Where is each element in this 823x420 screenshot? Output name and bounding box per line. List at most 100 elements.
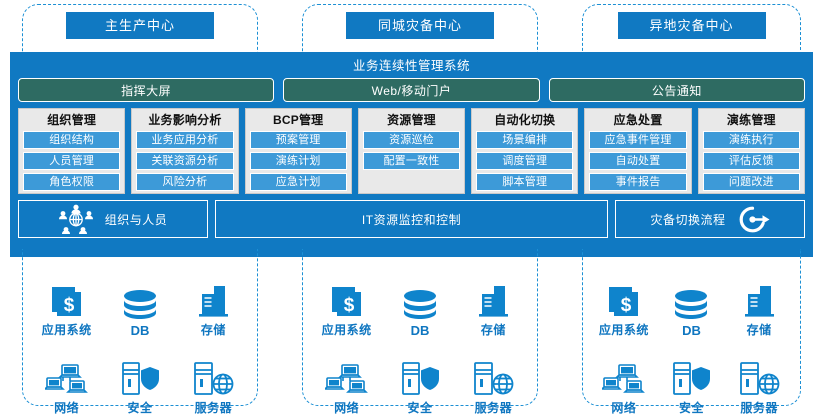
infra-label-storage: 存储	[746, 322, 772, 337]
infra-item-network[interactable]: 网络	[324, 342, 369, 420]
infra-zone-primary: $ 应用系统 DB	[0, 249, 280, 420]
server-shield-icon	[119, 359, 161, 397]
zone-header-primary: 主生产中心	[0, 2, 280, 54]
module-card-row: 组织管理 组织结构 人员管理 角色权限 业务影响分析 业务应用分析 关联资源分析…	[18, 108, 805, 194]
infra-label-application-system: 应用系统	[41, 322, 92, 337]
module-title-org-management: 组织管理	[47, 113, 97, 127]
infra-item-server[interactable]: 服务器	[191, 342, 235, 420]
module-items-drill-management: 演练执行 评估反馈 问题改进	[702, 131, 800, 191]
infra-label-security: 安全	[407, 401, 433, 415]
module-item-config-consistency[interactable]: 配置一致性	[362, 152, 461, 170]
portal-button-command-screen[interactable]: 指挥大屏	[18, 78, 275, 102]
infra-item-db[interactable]: DB	[671, 263, 711, 342]
module-item-evaluation-feedback[interactable]: 评估反馈	[702, 152, 800, 170]
module-item-scheduling-management[interactable]: 调度管理	[476, 152, 574, 170]
application-document-icon: $	[48, 281, 86, 319]
infra-label-security: 安全	[678, 401, 704, 415]
network-computers-icon	[601, 359, 646, 397]
module-item-role-permission[interactable]: 角色权限	[23, 173, 121, 191]
infra-item-application-system[interactable]: $ 应用系统	[322, 263, 372, 342]
network-computers-icon	[44, 359, 89, 397]
module-item-personnel[interactable]: 人员管理	[23, 152, 121, 170]
service-band-label-dr-switchover: 灾备切换流程	[650, 212, 726, 227]
infra-item-db[interactable]: DB	[120, 263, 160, 342]
module-card-drill-management[interactable]: 演练管理 演练执行 评估反馈 问题改进	[697, 108, 805, 194]
infra-label-security: 安全	[127, 401, 153, 415]
module-item-script-management[interactable]: 脚本管理	[476, 173, 574, 191]
infra-item-network[interactable]: 网络	[44, 342, 89, 420]
service-band-org-people[interactable]: 组织与人员	[18, 200, 208, 238]
server-shield-icon	[399, 359, 441, 397]
storage-building-icon	[741, 281, 777, 319]
infra-item-application-system[interactable]: $ 应用系统	[42, 263, 92, 342]
infra-item-server[interactable]: 服务器	[471, 342, 515, 420]
module-item-business-app-analysis[interactable]: 业务应用分析	[136, 131, 234, 149]
zone-frame-bottom-metro-dr	[302, 249, 538, 406]
infra-item-application-system[interactable]: $ 应用系统	[599, 263, 649, 342]
service-band-label-org-people: 组织与人员	[104, 212, 168, 227]
module-title-drill-management: 演练管理	[726, 113, 776, 127]
application-document-icon: $	[328, 281, 366, 319]
zone-title-primary: 主生产中心	[66, 11, 214, 39]
portal-button-web-mobile[interactable]: Web/移动门户	[283, 78, 540, 102]
infra-item-security[interactable]: 安全	[670, 342, 712, 420]
server-globe-icon	[471, 359, 515, 397]
bcm-platform-panel: 业务连续性管理系统 指挥大屏 Web/移动门户 公告通知 组织管理 组织结构 人…	[10, 52, 813, 257]
infra-item-db[interactable]: DB	[400, 263, 440, 342]
infra-label-application-system: 应用系统	[321, 322, 372, 337]
module-items-resource-management: 资源巡检 配置一致性	[362, 131, 461, 170]
infra-label-db: DB	[130, 322, 150, 338]
zone-frame-top-primary	[22, 4, 258, 54]
module-item-org-structure[interactable]: 组织结构	[23, 131, 121, 149]
module-item-related-resource-analysis[interactable]: 关联资源分析	[136, 152, 234, 170]
module-items-bcp-management: 预案管理 演练计划 应急计划	[249, 131, 347, 191]
infra-item-storage[interactable]: 存储	[741, 263, 777, 342]
zone-frame-top-metro-dr	[302, 4, 538, 54]
infra-item-security[interactable]: 安全	[119, 342, 161, 420]
module-card-emergency-response[interactable]: 应急处置 应急事件管理 自动处置 事件报告	[584, 108, 692, 194]
module-item-plan-management[interactable]: 预案管理	[249, 131, 347, 149]
module-card-automated-switchover[interactable]: 自动化切换 场景编排 调度管理 脚本管理	[471, 108, 579, 194]
infra-label-db: DB	[682, 322, 701, 338]
zone-header-row: 主生产中心 同城灾备中心 异地灾备中心	[0, 2, 823, 54]
module-item-resource-inspection[interactable]: 资源巡检	[362, 131, 461, 149]
module-title-business-impact-analysis: 业务影响分析	[148, 113, 222, 127]
module-card-org-management[interactable]: 组织管理 组织结构 人员管理 角色权限	[18, 108, 126, 194]
module-item-emergency-event-management[interactable]: 应急事件管理	[589, 131, 687, 149]
zone-frame-top-remote-dr	[582, 4, 801, 54]
infra-label-server: 服务器	[194, 401, 233, 415]
infra-label-storage: 存储	[200, 322, 226, 337]
module-item-scenario-orchestration[interactable]: 场景编排	[476, 131, 574, 149]
infra-label-server: 服务器	[474, 401, 513, 415]
service-band-dr-switchover[interactable]: 灾备切换流程	[615, 200, 805, 238]
service-band-it-monitoring[interactable]: IT资源监控和控制	[215, 200, 608, 238]
portal-button-row: 指挥大屏 Web/移动门户 公告通知	[18, 78, 805, 102]
infra-zone-metro-dr: $ 应用系统 DB	[280, 249, 560, 420]
infra-item-storage[interactable]: 存储	[195, 263, 231, 342]
portal-button-announcement[interactable]: 公告通知	[548, 78, 805, 102]
module-item-drill-execution[interactable]: 演练执行	[702, 131, 800, 149]
module-card-bcp-management[interactable]: BCP管理 预案管理 演练计划 应急计划	[244, 108, 352, 194]
application-document-icon: $	[605, 281, 643, 319]
module-title-bcp-management: BCP管理	[273, 113, 324, 127]
svg-text:$: $	[63, 295, 74, 316]
module-item-event-report[interactable]: 事件报告	[589, 173, 687, 191]
module-card-business-impact-analysis[interactable]: 业务影响分析 业务应用分析 关联资源分析 风险分析	[131, 108, 239, 194]
module-item-auto-handling[interactable]: 自动处置	[589, 152, 687, 170]
server-globe-icon	[191, 359, 235, 397]
infra-item-network[interactable]: 网络	[601, 342, 646, 420]
infra-item-security[interactable]: 安全	[399, 342, 441, 420]
module-items-emergency-response: 应急事件管理 自动处置 事件报告	[589, 131, 687, 191]
module-card-resource-management[interactable]: 资源管理 资源巡检 配置一致性	[357, 108, 466, 194]
module-item-risk-analysis[interactable]: 风险分析	[136, 173, 234, 191]
infra-item-server[interactable]: 服务器	[737, 342, 781, 420]
infra-item-storage[interactable]: 存储	[475, 263, 511, 342]
module-item-emergency-plan[interactable]: 应急计划	[249, 173, 347, 191]
module-item-drill-plan[interactable]: 演练计划	[249, 152, 347, 170]
infrastructure-row: $ 应用系统 DB	[0, 249, 823, 420]
database-icon	[120, 283, 160, 321]
module-item-problem-improvement[interactable]: 问题改进	[702, 173, 800, 191]
people-network-icon	[58, 204, 93, 234]
infra-label-application-system: 应用系统	[598, 322, 649, 337]
